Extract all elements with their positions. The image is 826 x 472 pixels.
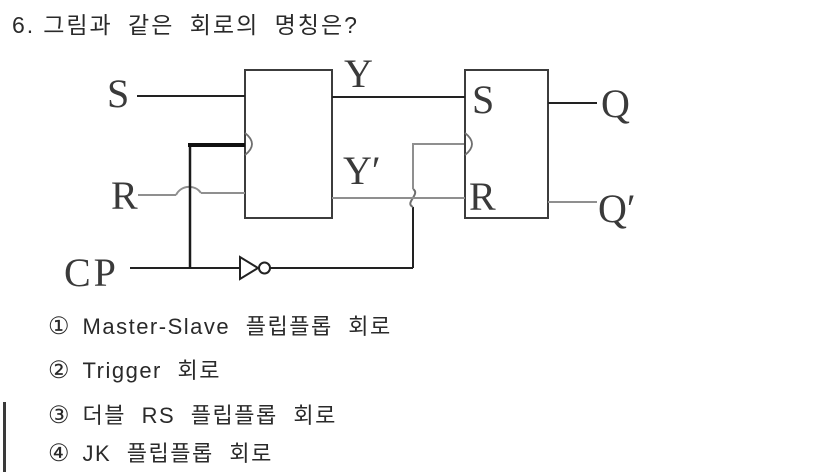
slave-clock-chevron-icon: [464, 132, 473, 156]
label-s-input: S: [107, 71, 129, 116]
option-3-marker: ③: [48, 402, 70, 429]
option-4-marker: ④: [48, 440, 70, 467]
question-text: 그림과 같은 회로의 명칭은?: [43, 12, 359, 38]
label-r-input: R: [111, 173, 138, 218]
option-4-label: JK 플립플롭 회로: [82, 441, 273, 466]
option-2-label: Trigger 회로: [82, 358, 221, 383]
option-1-marker: ①: [48, 313, 70, 340]
label-slave-r: R: [469, 174, 496, 219]
master-flipflop-box: [244, 69, 333, 219]
label-q-output: Q: [601, 81, 630, 126]
circuit-diagram: S R CP Y Y′ S R Q Q′: [64, 51, 636, 295]
page-edge-line: [3, 402, 6, 472]
slave-flipflop-box: [464, 69, 549, 219]
option-3-label: 더블 RS 플립플롭 회로: [82, 403, 337, 428]
option-1-label: Master-Slave 플립플롭 회로: [82, 314, 392, 339]
answer-option-3: ③ 더블 RS 플립플롭 회로: [48, 398, 337, 430]
label-q-prime-output: Q′: [598, 186, 636, 231]
answer-option-2: ② Trigger 회로: [48, 353, 221, 385]
inverter-bubble-icon: [258, 261, 271, 275]
label-y-output: Y: [344, 51, 373, 96]
label-y-prime-output: Y′: [343, 148, 381, 193]
question-title: 6. 그림과 같은 회로의 명칭은?: [12, 6, 359, 40]
master-clock-chevron-icon: [244, 132, 253, 156]
label-cp-input: CP: [64, 250, 119, 295]
answer-option-4: ④ JK 플립플롭 회로: [48, 436, 273, 468]
question-number: 6.: [12, 12, 36, 38]
option-2-marker: ②: [48, 357, 70, 384]
label-slave-s: S: [472, 77, 494, 122]
inverter-triangle-icon: [239, 255, 260, 281]
answer-option-1: ① Master-Slave 플립플롭 회로: [48, 309, 392, 341]
wire-r-hop-crossing: [175, 185, 202, 196]
